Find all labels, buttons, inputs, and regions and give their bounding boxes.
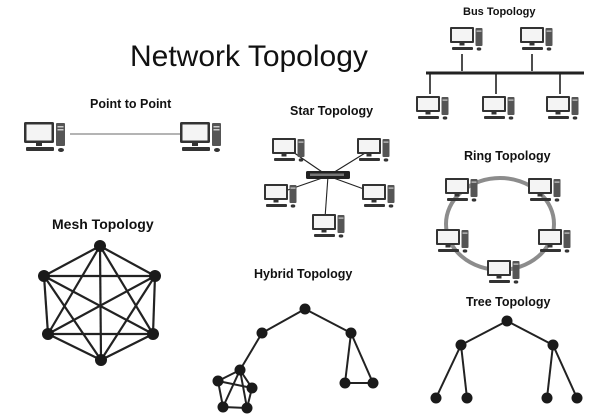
computer-icon xyxy=(520,27,553,51)
computer-icon xyxy=(436,229,469,253)
network-node xyxy=(234,364,246,376)
hybrid-links xyxy=(217,308,374,409)
network-node xyxy=(430,392,442,404)
computer-icon xyxy=(24,122,65,152)
hybrid-topology-section: Hybrid Topology xyxy=(212,267,379,414)
computer-icon xyxy=(482,96,515,120)
network-node xyxy=(241,402,253,414)
computer-icon xyxy=(357,138,390,162)
network-node xyxy=(42,328,54,340)
computer-icon xyxy=(416,96,449,120)
network-node xyxy=(571,392,583,404)
computer-icon xyxy=(362,184,395,208)
tree-links xyxy=(435,320,578,399)
hybrid-topology-label: Hybrid Topology xyxy=(254,267,352,281)
network-node xyxy=(212,375,224,387)
network-node xyxy=(299,303,311,315)
network-node xyxy=(501,315,513,327)
network-node xyxy=(345,327,357,339)
point-to-point-section: Point to Point xyxy=(24,97,221,152)
network-node xyxy=(455,339,467,351)
network-node xyxy=(541,392,553,404)
network-node xyxy=(461,392,473,404)
network-node xyxy=(367,377,379,389)
network-node xyxy=(149,270,161,282)
computer-icon xyxy=(538,229,571,253)
computer-icon xyxy=(445,178,478,202)
network-node xyxy=(95,354,107,366)
network-node xyxy=(217,401,229,413)
mesh-links xyxy=(42,245,157,361)
bus-topology-label: Bus Topology xyxy=(463,6,536,18)
star-topology-section: Star Topology xyxy=(264,104,395,238)
star-topology-label: Star Topology xyxy=(290,104,373,118)
network-switch-icon xyxy=(306,171,350,179)
star-link xyxy=(324,175,329,219)
point-to-point-label: Point to Point xyxy=(90,97,172,111)
computer-icon xyxy=(272,138,305,162)
network-node xyxy=(339,377,351,389)
tree-topology-label: Tree Topology xyxy=(466,295,551,309)
network-node xyxy=(547,339,559,351)
mesh-topology-label: Mesh Topology xyxy=(52,216,154,232)
network-node xyxy=(147,328,159,340)
computer-icon xyxy=(487,260,520,284)
computer-icon xyxy=(450,27,483,51)
network-node xyxy=(94,240,106,252)
network-node xyxy=(38,270,50,282)
computer-icon xyxy=(264,184,297,208)
computer-icon xyxy=(180,122,221,152)
computer-icon xyxy=(312,214,345,238)
mesh-topology-section: Mesh Topology xyxy=(38,216,161,366)
bus-topology-section: Bus Topology xyxy=(416,6,584,120)
network-node xyxy=(246,382,258,394)
computer-icon xyxy=(528,178,561,202)
ring-topology-section: Ring Topology xyxy=(436,149,571,284)
computer-icon xyxy=(546,96,579,120)
tree-topology-section: Tree Topology xyxy=(430,295,583,404)
network-node xyxy=(256,327,268,339)
page-title: Network Topology xyxy=(130,40,368,73)
ring-topology-label: Ring Topology xyxy=(464,149,551,163)
